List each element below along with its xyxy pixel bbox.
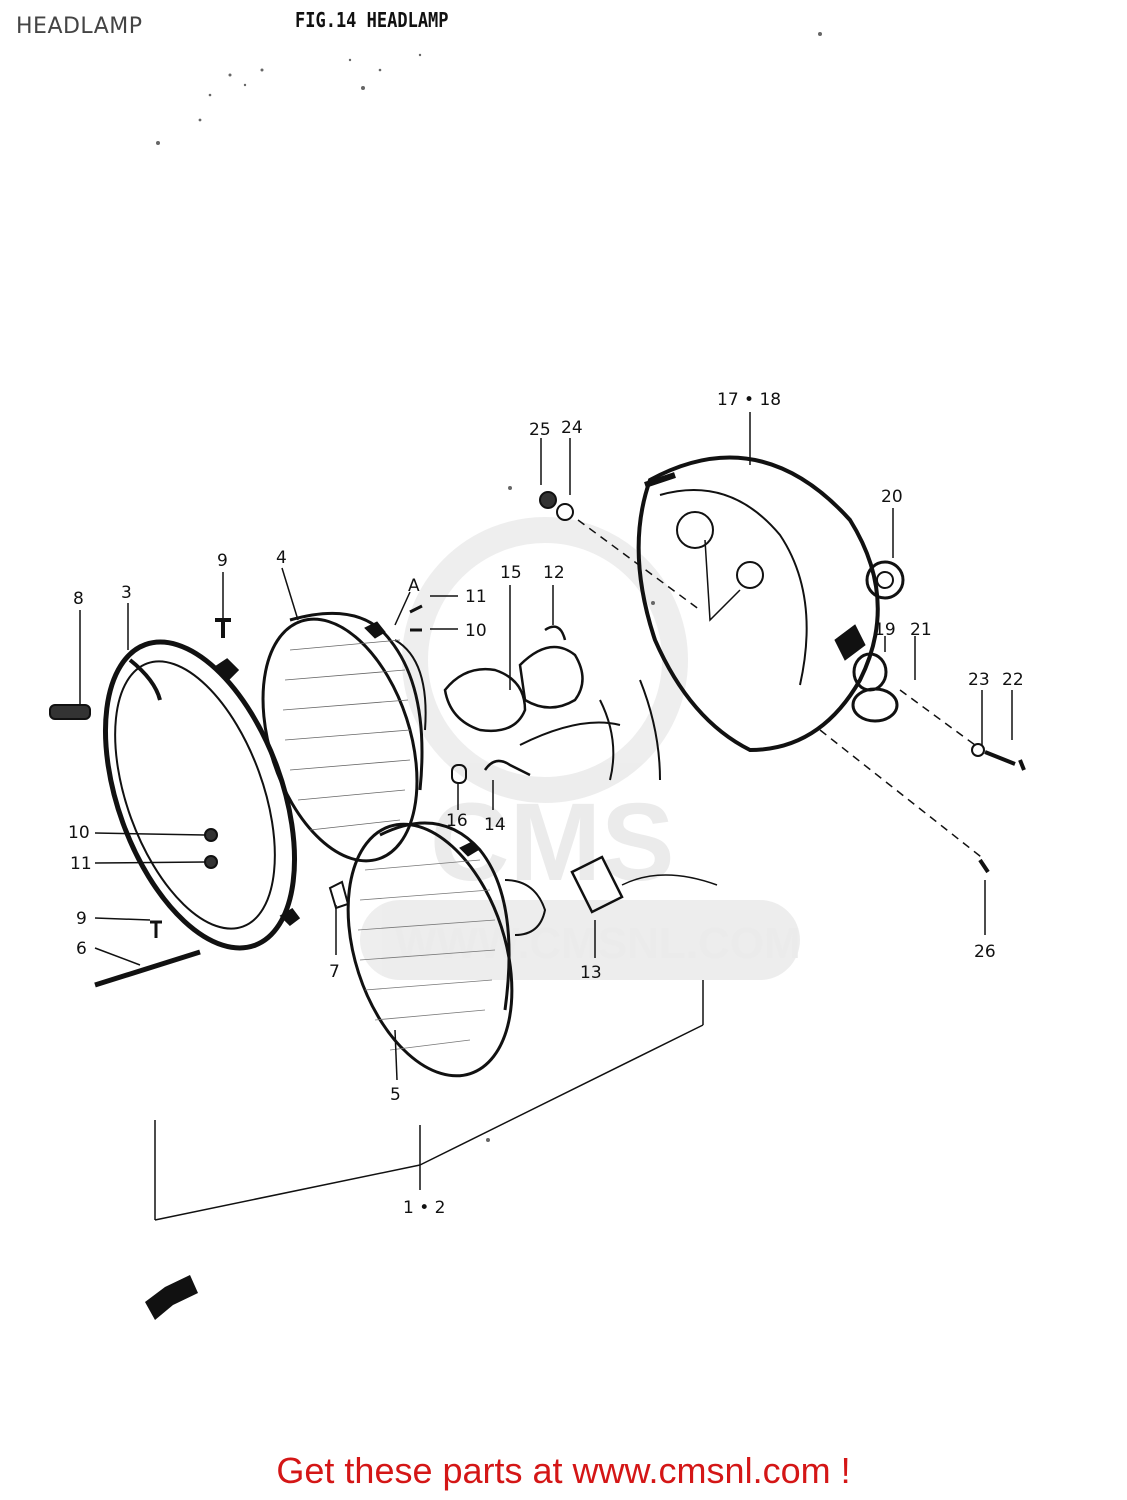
watermark-url: WWW.CMSNL.COM [395,919,801,968]
callout-label: 20 [881,487,903,507]
callout-label: 12 [543,563,565,583]
callout-label: 10 [68,823,90,843]
callout-label: 22 [1002,670,1024,690]
callout-label: 21 [910,620,932,640]
headlamp-shell-part-17-18 [636,455,880,753]
callout-label: 10 [465,621,487,641]
page-title: HEADLAMP [16,14,143,39]
small-parts [49,491,1026,988]
callout-label: 8 [73,589,84,609]
callout-label: 23 [968,670,990,690]
sealed-beam-part-5 [346,821,547,1078]
callout-label: 1 • 2 [403,1198,445,1218]
callout-label: 3 [121,583,132,603]
callout-label: 17 • 18 [717,390,781,410]
callout-label: 24 [561,418,583,438]
callout-label: 19 [874,620,896,640]
callout-label: 13 [580,963,602,983]
callout-label: 25 [529,420,551,440]
callout-label: 6 [76,939,87,959]
callout-label: 5 [390,1085,401,1105]
callout-label: 7 [329,962,340,982]
callout-label: 9 [76,909,87,929]
front-direction-arrow [145,1275,198,1320]
callout-label: 15 [500,563,522,583]
callout-label: 14 [484,815,506,835]
headlamp-lens-part-4 [261,611,427,863]
callout-label: 26 [974,942,996,962]
headlamp-rim-part-3 [102,639,301,951]
callout-label: 16 [446,811,468,831]
leader-lines [79,412,1013,1221]
cms-watermark: CMS WWW.CMSNL.COM [360,517,801,980]
callout-label: 9 [217,551,228,571]
callout-label: 4 [276,548,287,568]
figure-title: FIG.14 HEADLAMP [295,8,449,32]
callout-labels: 1 • 2 3 4 5 6 7 8 9 9 10 10 11 11 12 13 … [68,390,1024,1218]
scan-speckles [156,32,822,1142]
callout-label: 11 [70,854,92,874]
callout-label: 11 [465,587,487,607]
watermark-brand: CMS [430,781,674,904]
callout-label: A [408,576,420,596]
footer-promo-text: Get these parts at www.cmsnl.com ! [276,1450,851,1491]
